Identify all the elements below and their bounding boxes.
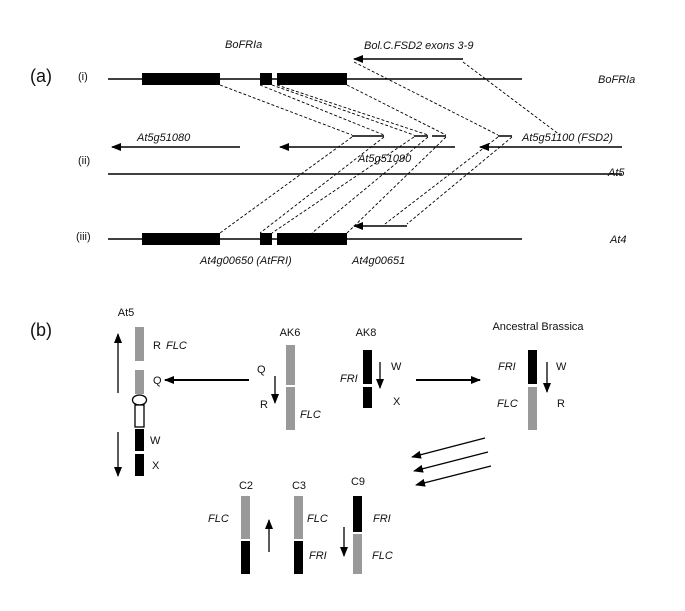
row-ii-label: (ii)	[78, 155, 90, 167]
bofria-exon-3	[277, 73, 347, 85]
at5-title: At5	[118, 307, 135, 319]
c2-block-black	[241, 541, 250, 574]
at4g00651-label: At4g00651	[351, 255, 405, 267]
c9-block-flc	[353, 534, 362, 574]
diag-arrow-3	[415, 465, 492, 487]
bofria-exon-2	[260, 73, 272, 85]
ak8-block-x	[363, 387, 372, 408]
ak8-fri-label: FRI	[340, 373, 358, 385]
ak6-flc-label: FLC	[300, 409, 321, 421]
panel-a-label: (a)	[30, 66, 52, 86]
ancestral-flc-label: FLC	[497, 398, 518, 410]
at4g00650-label: At4g00650 (AtFRI)	[199, 255, 292, 267]
row-i-label: (i)	[78, 71, 88, 83]
ak8-title: AK8	[356, 327, 377, 339]
c9-fri-label: FRI	[373, 513, 391, 525]
at5-r-label: R	[153, 340, 161, 352]
at5-block-q	[135, 370, 144, 394]
bofria-gene-label: BoFRIa	[225, 39, 262, 51]
c9-flc-label: FLC	[372, 550, 393, 562]
at5-block-r	[135, 327, 144, 361]
c3-block-flc	[294, 496, 303, 539]
ak8-w-label: W	[391, 361, 402, 373]
ak6-block-r	[286, 387, 295, 430]
at5-q-label: Q	[153, 375, 162, 387]
row-iii-label: (iii)	[76, 231, 91, 243]
ak8-x-label: X	[393, 396, 401, 408]
ak6-block-q	[286, 345, 295, 385]
at5g51080-label: At5g51080	[136, 132, 191, 144]
ak8-block-w	[363, 350, 372, 384]
ancestral-title: Ancestral Brassica	[492, 321, 584, 333]
c2-title: C2	[239, 480, 253, 492]
ancestral-w-label: W	[556, 361, 567, 373]
c3-fri-label: FRI	[309, 550, 327, 562]
c2-block-flc	[241, 496, 250, 539]
bofria-track-label: BoFRIa	[598, 74, 635, 86]
at5g51100-label: At5g51100 (FSD2)	[521, 132, 613, 144]
c3-flc-label: FLC	[307, 513, 328, 525]
at5-centromere-body	[134, 404, 145, 428]
at4-exon-1	[142, 233, 220, 245]
ancestral-block-flc	[528, 387, 537, 430]
ancestral-block-fri	[528, 350, 537, 384]
ancestral-r-label: R	[557, 398, 565, 410]
bofria-exon-1	[142, 73, 220, 85]
c2-flc-label: FLC	[208, 513, 229, 525]
diag-arrow-2	[413, 451, 489, 473]
ak6-title: AK6	[280, 327, 301, 339]
at4-track-label: At4	[609, 234, 627, 246]
synteny-connectors	[219, 61, 561, 234]
panel-b-label: (b)	[30, 320, 52, 340]
c3-block-fri	[294, 541, 303, 574]
c9-title: C9	[351, 476, 365, 488]
diag-arrow-1	[411, 437, 486, 459]
bol-fsd2-label: Bol.C.FSD2 exons 3-9	[364, 40, 473, 52]
at5-w-label: W	[150, 435, 161, 447]
at5-x-label: X	[152, 460, 160, 472]
at4-exon-2	[260, 233, 272, 245]
ak6-r-label: R	[260, 399, 268, 411]
c3-title: C3	[292, 480, 306, 492]
at5-track-label: At5	[607, 167, 625, 179]
c9-block-fri	[353, 496, 362, 532]
at5-block-w	[135, 429, 144, 451]
ancestral-fri-label: FRI	[498, 361, 516, 373]
at5g51090-label: At5g51090	[357, 153, 412, 165]
ak6-q-label: Q	[257, 364, 266, 376]
at5-flc-label: FLC	[166, 340, 187, 352]
at5-centromere-top	[131, 394, 148, 406]
at4-exon-3	[277, 233, 347, 245]
at5-block-x	[135, 454, 144, 476]
